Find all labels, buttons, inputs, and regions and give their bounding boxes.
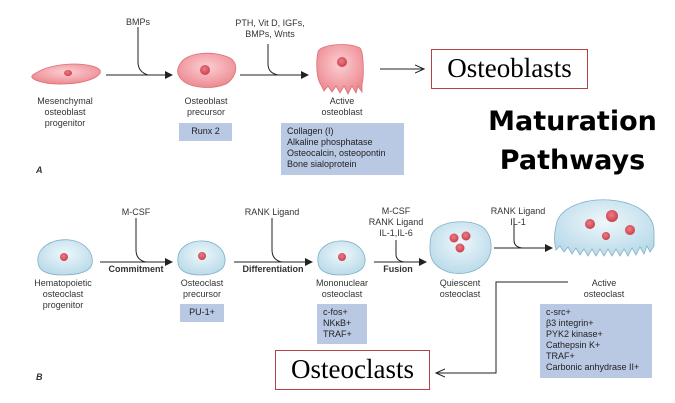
label-osteoclast-precursor: Osteoclast precursor (180, 278, 224, 299)
osteoclast-precursor-nucleus (198, 252, 206, 260)
signal-bmps: BMPs (125, 17, 150, 27)
active-osteoclast-nucleus-2 (606, 210, 618, 222)
active-osteoblast-nucleus (337, 57, 347, 67)
marker-box-active-osteoblast: Collagen (I) Alkaline phosphatase Osteoc… (281, 123, 404, 175)
step-fusion: Fusion (383, 264, 413, 274)
active-osteoclast-nucleus-3 (625, 225, 635, 235)
pth-signal-line (267, 44, 279, 76)
panel-a-letter: A (36, 165, 43, 175)
hematopoietic-nucleus (60, 253, 68, 261)
step-differentiation: Differentiation (242, 264, 304, 274)
label-hematopoietic-progenitor: Hematopoietic osteoclast progenitor (34, 278, 92, 310)
signal-rank-ligand: RANK Ligand (244, 207, 300, 217)
signal-fusion-factors: M-CSF RANK Ligand IL-1,IL-6 (368, 206, 424, 238)
label-mesenchymal-progenitor: Mesenchymal osteoblast progenitor (37, 96, 93, 128)
label-active-osteoclast: Active osteoclast (583, 278, 625, 299)
marker-box-pu1: PU-1+ (180, 304, 224, 322)
marker-box-active-osteoclast: c-src+ β3 integrin+ PYK2 kinase+ Catheps… (540, 304, 652, 378)
osteoclasts-result-box: Osteoclasts (275, 350, 430, 390)
signal-pth-vitd-igfs: PTH, Vit D, IGFs, BMPs, Wnts (235, 18, 305, 39)
quiescent-nucleus-3 (455, 243, 465, 253)
step-commitment: Commitment (108, 264, 164, 274)
label-mononuclear-osteoclast: Mononuclear osteoclast (315, 278, 369, 299)
active-osteoclast-cell (554, 199, 655, 257)
signal-activation-factors: RANK Ligand IL-1 (490, 206, 546, 227)
fusion-signal-line (395, 240, 405, 263)
osteoblasts-result-box: Osteoblasts (431, 49, 588, 89)
label-active-osteoblast: Active osteoblast (321, 96, 363, 117)
mononuclear-nucleus (338, 253, 346, 261)
rank-signal-line (271, 218, 283, 263)
panel-b-letter: B (36, 372, 43, 382)
arrow-to-osteoclasts (436, 281, 568, 373)
title-line-2: Pathways (499, 145, 646, 176)
marker-box-mononuclear: c-fos+ NKκB+ TRAF+ (317, 304, 367, 344)
label-osteoblast-precursor: Osteoblast precursor (184, 96, 228, 117)
active-osteoclast-nucleus-1 (585, 219, 595, 229)
quiescent-nucleus-2 (461, 231, 471, 241)
marker-box-runx2: Runx 2 (179, 123, 232, 141)
active-osteoblast-cell (316, 44, 364, 95)
mcsf-signal-line (135, 218, 147, 263)
active-osteoclast-nucleus-4 (602, 232, 610, 240)
mesenchymal-nucleus (64, 70, 72, 76)
title-line-1: Maturation (488, 106, 657, 137)
signal-mcsf: M-CSF (121, 207, 151, 217)
activation-signal-line (513, 218, 523, 249)
label-quiescent-osteoclast: Quiescent osteoclast (439, 278, 481, 299)
quiescent-nucleus-1 (449, 233, 459, 243)
osteoblast-precursor-nucleus (200, 65, 210, 75)
bmps-signal-line (137, 27, 149, 76)
